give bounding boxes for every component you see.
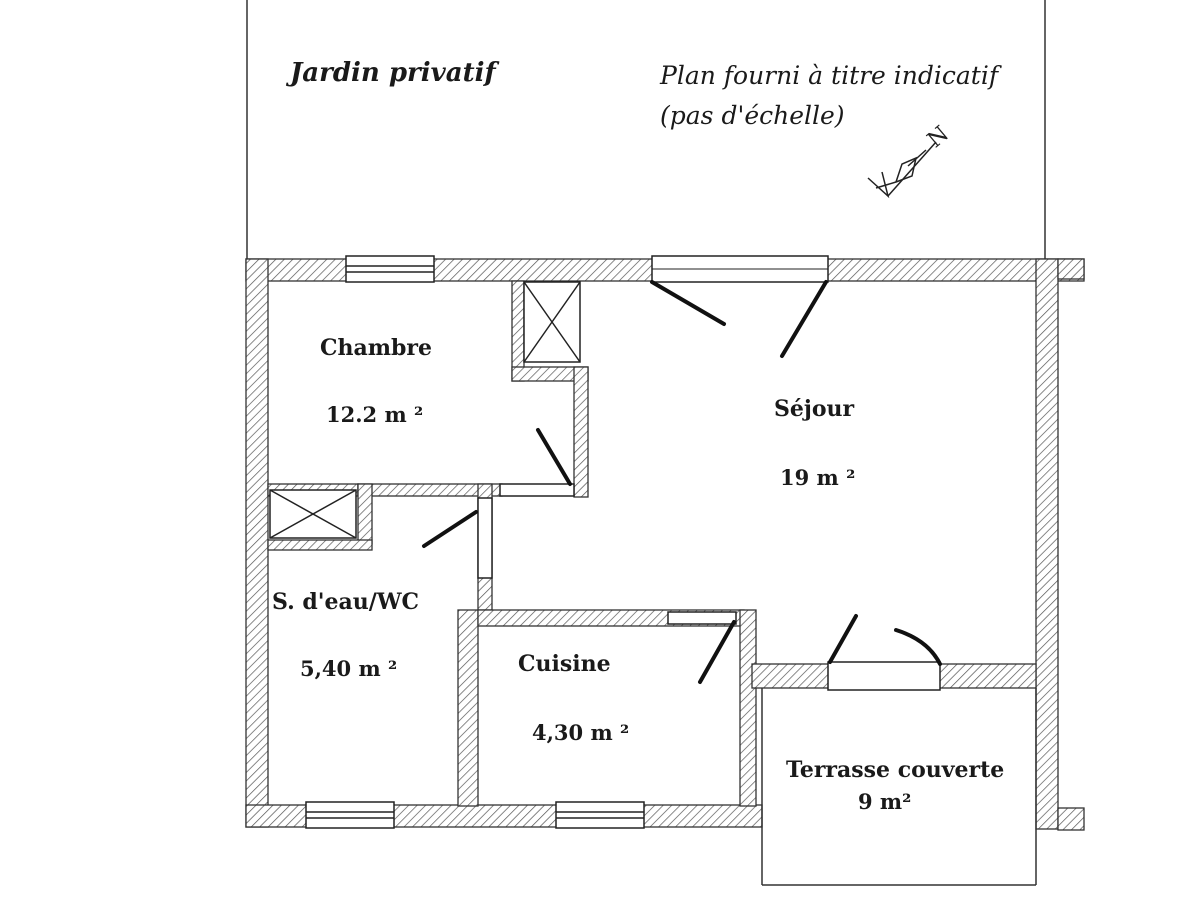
room-name-chambre: Chambre [320,335,432,361]
window-bedroom [345,255,435,283]
door-frame-bedroom [499,483,575,497]
terrace-outline [761,688,1037,886]
disclaimer-line-1: Plan fourni à titre indicatif [659,61,1002,90]
door-leaves [422,280,942,684]
garden-label: Jardin privatif [285,58,499,88]
wardrobe-bathroom [269,489,357,539]
door-frame-kitchen [667,611,737,625]
room-name-salle-eau: S. d'eau/WC [272,589,419,615]
room-name-sejour: Séjour [774,396,855,422]
wardrobe-bedroom [523,281,581,363]
window-terrace [827,661,941,691]
window-bathroom [305,801,395,829]
room-area-chambre: 12.2 m ² [326,402,423,427]
garden-area [246,0,1046,260]
room-area-sejour: 19 m ² [780,465,855,490]
room-name-cuisine: Cuisine [518,651,611,677]
north-arrow-icon: N [867,122,954,199]
window-kitchen [555,801,645,829]
room-name-terrasse: Terrasse couverte [786,757,1004,783]
room-area-terrasse: 9 m² [858,789,911,814]
window-sejour-top [651,255,829,283]
door-frame-bathroom [477,497,493,579]
room-area-salle-eau: 5,40 m ² [300,656,397,681]
wardrobes [269,281,581,539]
windows [305,255,941,829]
disclaimer-line-2: (pas d'échelle) [660,101,845,130]
room-area-cuisine: 4,30 m ² [532,720,629,745]
north-label: N [923,122,954,154]
